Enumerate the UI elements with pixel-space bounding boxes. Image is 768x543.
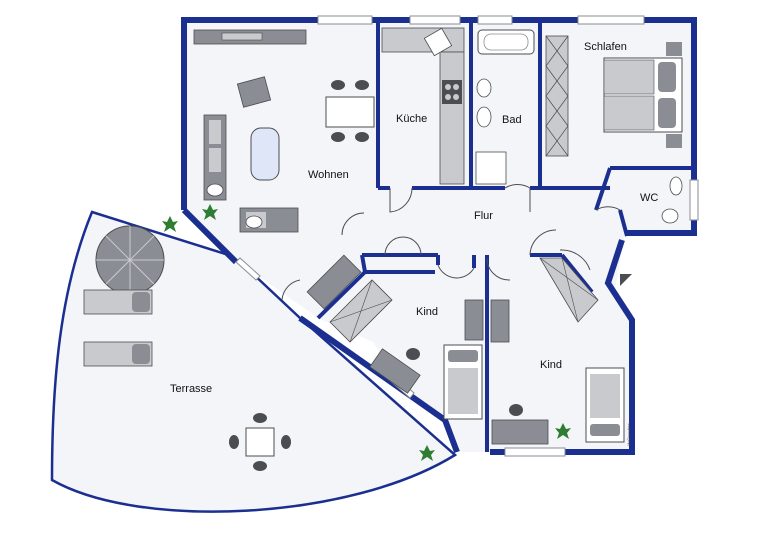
shelf — [464, 299, 484, 341]
kitchen-counter-top — [381, 27, 465, 53]
bad-furniture: Bad — [475, 29, 535, 185]
room-label-flur: Flur — [474, 210, 493, 222]
shelf — [490, 299, 510, 343]
armchair — [236, 76, 272, 108]
room-label-terrasse: Terrasse — [170, 383, 212, 395]
coffee-table — [250, 127, 280, 181]
schlafen-furniture: Schlafen — [545, 35, 683, 157]
chair-icon — [509, 404, 523, 416]
watermark-text: MoGrundriss — [626, 423, 631, 446]
outer-walls — [181, 17, 697, 455]
toilet-icon — [661, 208, 679, 224]
kind1-furniture: Kind — [306, 254, 484, 420]
sink-icon — [423, 27, 453, 57]
corner-marker — [620, 274, 632, 286]
inner-walls — [316, 20, 694, 452]
desk — [491, 419, 549, 445]
washbasin-icon — [476, 106, 492, 128]
shower-icon — [475, 151, 507, 185]
dining-table — [325, 96, 375, 128]
room-label-wohnen: Wohnen — [308, 169, 349, 181]
stove-icon — [442, 80, 462, 104]
plant-icon — [162, 204, 571, 461]
doors — [281, 184, 621, 301]
room-label-schlafen: Schlafen — [584, 41, 627, 53]
terrace-table — [245, 427, 275, 457]
desk — [369, 348, 421, 394]
room-label-bad: Bad — [502, 114, 522, 126]
room-label-kind-1: Kind — [416, 306, 438, 318]
chair-icon — [331, 80, 369, 142]
parasol-table-icon — [95, 225, 165, 295]
room-label-kueche: Küche — [396, 113, 427, 125]
terrace-furniture: Terrasse — [83, 225, 291, 471]
washbasin-icon — [669, 176, 683, 196]
bathtub-icon — [477, 29, 535, 55]
toilet-icon — [476, 78, 492, 98]
room-label-wc: WC — [640, 192, 658, 204]
room-label-kind-2: Kind — [540, 359, 562, 371]
kitchen-counter-side — [439, 51, 465, 185]
wohnen-furniture: Wohnen — [193, 29, 375, 233]
kueche-furniture: Küche — [381, 27, 465, 185]
wc-furniture: WC — [640, 176, 683, 224]
wardrobe — [306, 254, 362, 310]
chair-icon — [406, 348, 420, 360]
terrace-area — [50, 210, 458, 513]
wardrobe — [545, 35, 569, 157]
chair-icon — [229, 413, 291, 471]
kind2-furniture: Kind MoGrundriss — [490, 257, 631, 446]
